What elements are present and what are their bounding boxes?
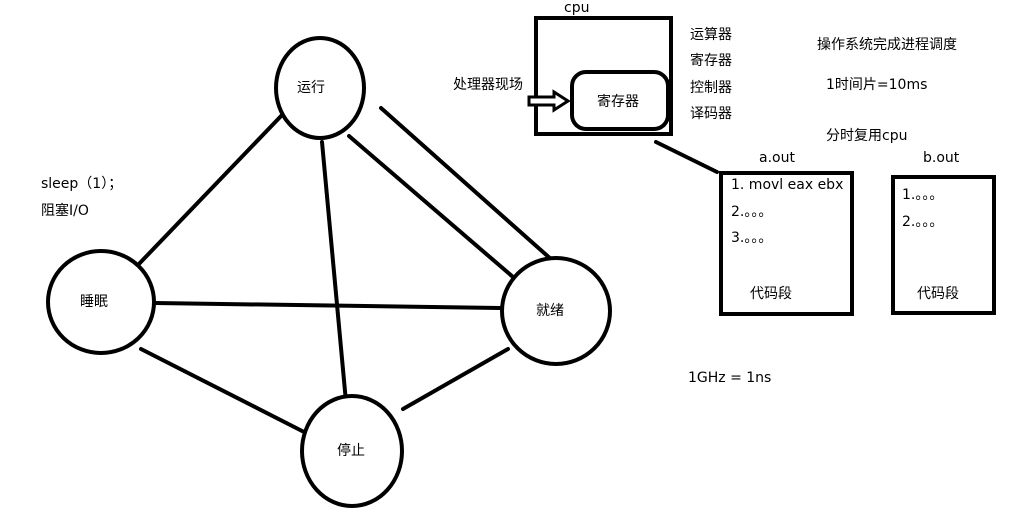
cpu-title: cpu [564,0,590,16]
state-sleeping-label: 睡眠 [80,294,108,310]
a-out-box [719,171,854,316]
sleep-note-line-1: sleep（1）； [41,176,123,192]
scheduling-title: 操作系统完成进程调度 [817,37,957,53]
edge-running-stopped [320,140,348,404]
state-sleeping-node [46,249,156,355]
state-stopped-label: 停止 [337,443,365,459]
register-box [570,70,670,131]
time-sharing-note: 分时复用cpu [826,128,908,144]
state-ready-node [500,256,612,366]
register-box-label: 寄存器 [597,94,639,110]
b-out-title: b.out [923,150,960,166]
edge-sleeping-stopped [139,347,308,435]
a-out-segment-label: 代码段 [750,286,792,302]
edge-register-to-aout [654,140,719,174]
a-out-line-3: 3.。。。 [731,230,773,246]
cpu-component-alu: 运算器 [690,27,732,43]
clock-note: 1GHz = 1ns [688,370,772,386]
cpu-component-controller: 控制器 [690,80,732,96]
cpu-component-decoder: 译码器 [690,106,732,122]
edge-ready-stopped [401,347,510,411]
context-arrow-icon [527,89,571,113]
edge-sleeping-ready [153,301,502,310]
sleep-note-line-2: 阻塞I/O [41,203,89,219]
edge-running-ready-outer [379,106,554,262]
edge-running-sleeping [135,112,285,268]
state-stopped-node [300,394,404,508]
state-running-label: 运行 [297,80,325,96]
a-out-line-2: 2.。。。 [731,204,773,220]
b-out-box [891,175,996,315]
context-label: 处理器现场 [453,77,523,93]
state-running-node [274,36,366,140]
b-out-line-2: 2.。。。 [902,214,944,230]
cpu-component-register: 寄存器 [690,53,732,69]
cpu-box [534,16,673,136]
b-out-line-1: 1.。。。 [902,187,944,203]
edge-running-ready-inner [347,134,522,285]
a-out-title: a.out [759,150,795,166]
state-ready-label: 就绪 [536,303,564,319]
b-out-segment-label: 代码段 [917,286,959,302]
a-out-line-1: 1. movl eax ebx [731,177,844,193]
time-slice-note: 1时间片=10ms [826,77,928,93]
